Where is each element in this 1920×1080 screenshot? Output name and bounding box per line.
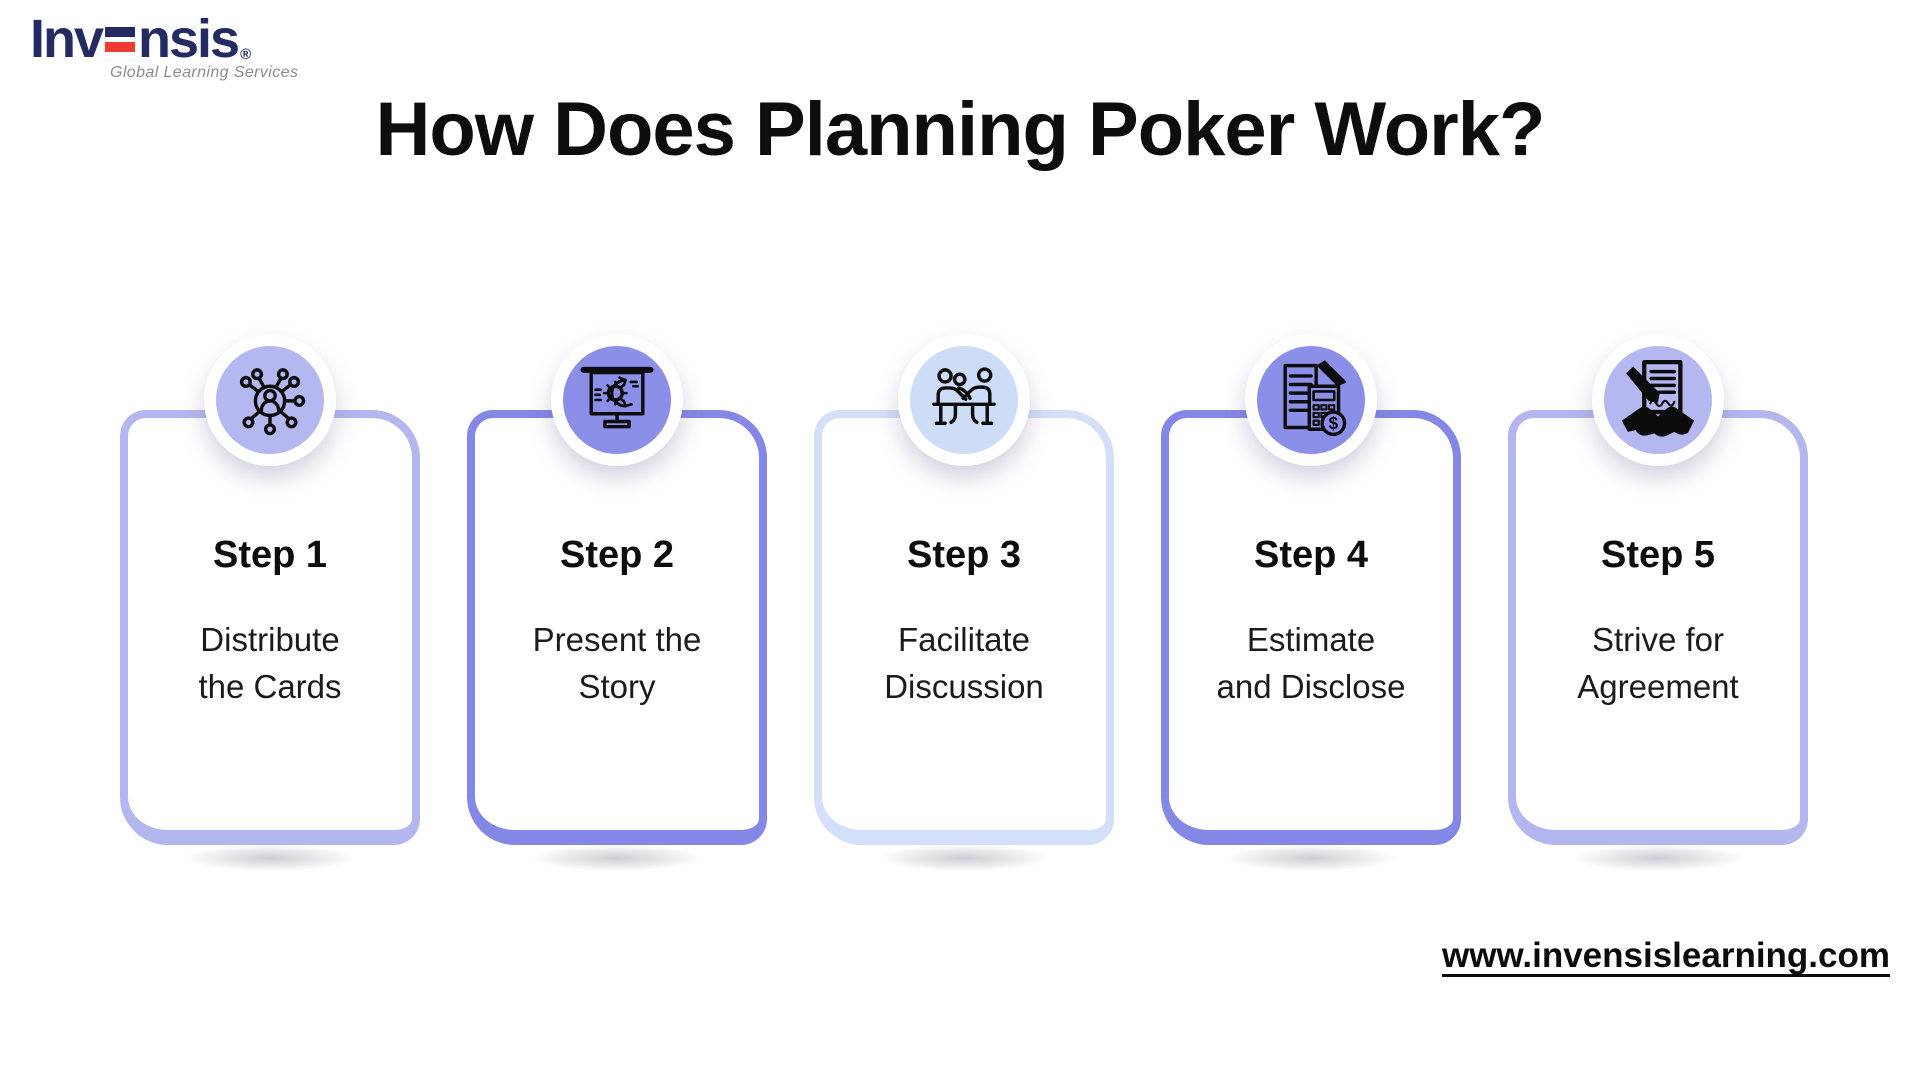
registered-trademark: ®: [240, 46, 252, 63]
step-description: Estimate and Disclose: [1169, 617, 1453, 711]
invensis-logo: Inv nsis ® Global Learning Services: [30, 12, 298, 82]
group-discussion-icon: [932, 367, 996, 425]
logo-text-suffix: nsis: [138, 9, 240, 69]
step-description: Present the Story: [475, 617, 759, 711]
logo-stylized-e-icon: [105, 12, 136, 56]
page-title: How Does Planning Poker Work?: [375, 87, 1546, 172]
step-label: Step 4: [1253, 534, 1369, 576]
svg-text:$: $: [1329, 413, 1339, 433]
step-description-line: Present the: [532, 621, 702, 658]
steps-row: Step 1 Distribute the Cards: [120, 334, 1808, 845]
step-label: Step 1: [212, 534, 328, 576]
step-description: Strive for Agreement: [1516, 617, 1800, 711]
step-icon-badge: [1592, 334, 1724, 466]
step-icon-badge: $: [1245, 334, 1377, 466]
step-description-line: Facilitate: [897, 621, 1031, 658]
step-description-line: Strive for: [1591, 621, 1725, 658]
step-icon-badge: [551, 334, 683, 466]
step-description-line: Estimate: [1246, 621, 1376, 658]
step-description-line: Discussion: [884, 667, 1044, 705]
step-icon-badge: [204, 334, 336, 466]
estimate-calculator-icon: $: [1283, 360, 1347, 437]
step-icon-badge: [898, 334, 1030, 466]
logo-text-prefix: Inv: [30, 9, 104, 69]
network-share-icon: [239, 368, 306, 436]
step-card-1: Step 1 Distribute the Cards: [120, 334, 420, 845]
step-description-line: Agreement: [1577, 667, 1739, 705]
logo-tagline: Global Learning Services: [110, 64, 299, 81]
step-label: Step 3: [906, 534, 1022, 576]
step-description: Distribute the Cards: [128, 617, 412, 711]
step-label: Step 2: [559, 534, 675, 576]
step-card-2: Step 2 Present the Story: [467, 334, 767, 845]
step-description-line: the Cards: [198, 667, 342, 705]
step-label: Step 5: [1600, 534, 1716, 576]
website-link[interactable]: www.invensislearning.com: [1442, 936, 1890, 975]
handshake-agreement-icon: [1621, 360, 1695, 437]
step-description: Facilitate Discussion: [822, 617, 1106, 711]
step-card-4: $ Step 4 Estimate and Disclose: [1161, 334, 1461, 845]
step-description-line: and Disclose: [1216, 667, 1406, 705]
step-card-3: Step 3 Facilitate Discussion: [814, 334, 1114, 845]
presentation-board-icon: [580, 366, 654, 429]
step-card-5: Step 5 Strive for Agreement: [1508, 334, 1808, 845]
step-description-line: Story: [578, 667, 656, 705]
step-description-line: Distribute: [200, 621, 340, 658]
